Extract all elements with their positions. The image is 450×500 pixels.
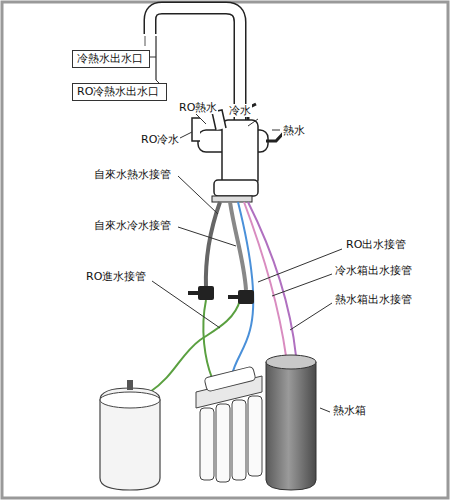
- hot-water-box: [266, 362, 316, 490]
- part-label: RO冷水: [140, 133, 180, 146]
- tank-top: [100, 392, 160, 408]
- leader-line: [178, 176, 218, 214]
- ro-membrane: [204, 366, 256, 392]
- part-label: 自來水熱水接管: [93, 168, 172, 181]
- filter-cartridge: [216, 404, 230, 482]
- box-text: 冷熱水出水口: [77, 52, 145, 66]
- pressure-tank: [100, 388, 160, 490]
- hot-box-hose: [248, 202, 296, 356]
- label-box: 冷熱水出水口: [72, 50, 150, 68]
- part-label: RO出水接管: [345, 238, 407, 251]
- leader-line: [178, 227, 236, 246]
- faucet-body: [222, 120, 258, 186]
- leader-line: [248, 119, 258, 126]
- leader-line: [152, 281, 220, 328]
- filter-cartridge: [200, 408, 214, 480]
- filter-cartridge: [232, 400, 246, 480]
- part-label: 自來水冷水接管: [93, 219, 172, 232]
- part-label: 熱水箱: [332, 404, 367, 417]
- tap-hot-hose: [206, 202, 220, 288]
- ro-handle: [192, 118, 200, 141]
- leader-line: [290, 303, 332, 330]
- box-text: RO冷熱水出水口: [77, 85, 162, 99]
- ro-inlet-hose: [203, 300, 212, 378]
- angle-valve: [198, 286, 214, 300]
- leader-line: [180, 132, 192, 138]
- spout: [150, 8, 240, 132]
- water-stream: [155, 36, 157, 80]
- faucet-base: [214, 180, 258, 196]
- spout-outline: [150, 8, 240, 132]
- tank-valve: [127, 380, 133, 390]
- leader-line: [272, 274, 332, 296]
- faucet-nut: [212, 196, 252, 202]
- part-label: 熱水: [282, 124, 306, 137]
- leader-line: [149, 57, 156, 58]
- leader-line: [272, 130, 280, 131]
- part-label: RO進水接管: [85, 270, 147, 283]
- valve-pipe: [188, 291, 198, 295]
- leader-line: [320, 408, 330, 412]
- part-label: 熱水箱出水接管: [334, 293, 413, 306]
- part-label: 冷水箱出水接管: [334, 264, 413, 277]
- hot-box-top: [266, 355, 316, 369]
- part-label: RO熱水: [178, 101, 218, 114]
- label-box: RO冷熱水出水口: [72, 83, 167, 101]
- angle-valve: [238, 290, 254, 304]
- part-label: 冷水: [228, 104, 252, 117]
- leader-line: [196, 114, 206, 124]
- ro-out-hose: [232, 202, 253, 375]
- valve-pipe: [228, 295, 238, 299]
- water-stream: [145, 36, 146, 46]
- filter-cartridge: [248, 396, 262, 476]
- leader-line: [258, 249, 342, 282]
- tap-cold-hose: [230, 202, 246, 290]
